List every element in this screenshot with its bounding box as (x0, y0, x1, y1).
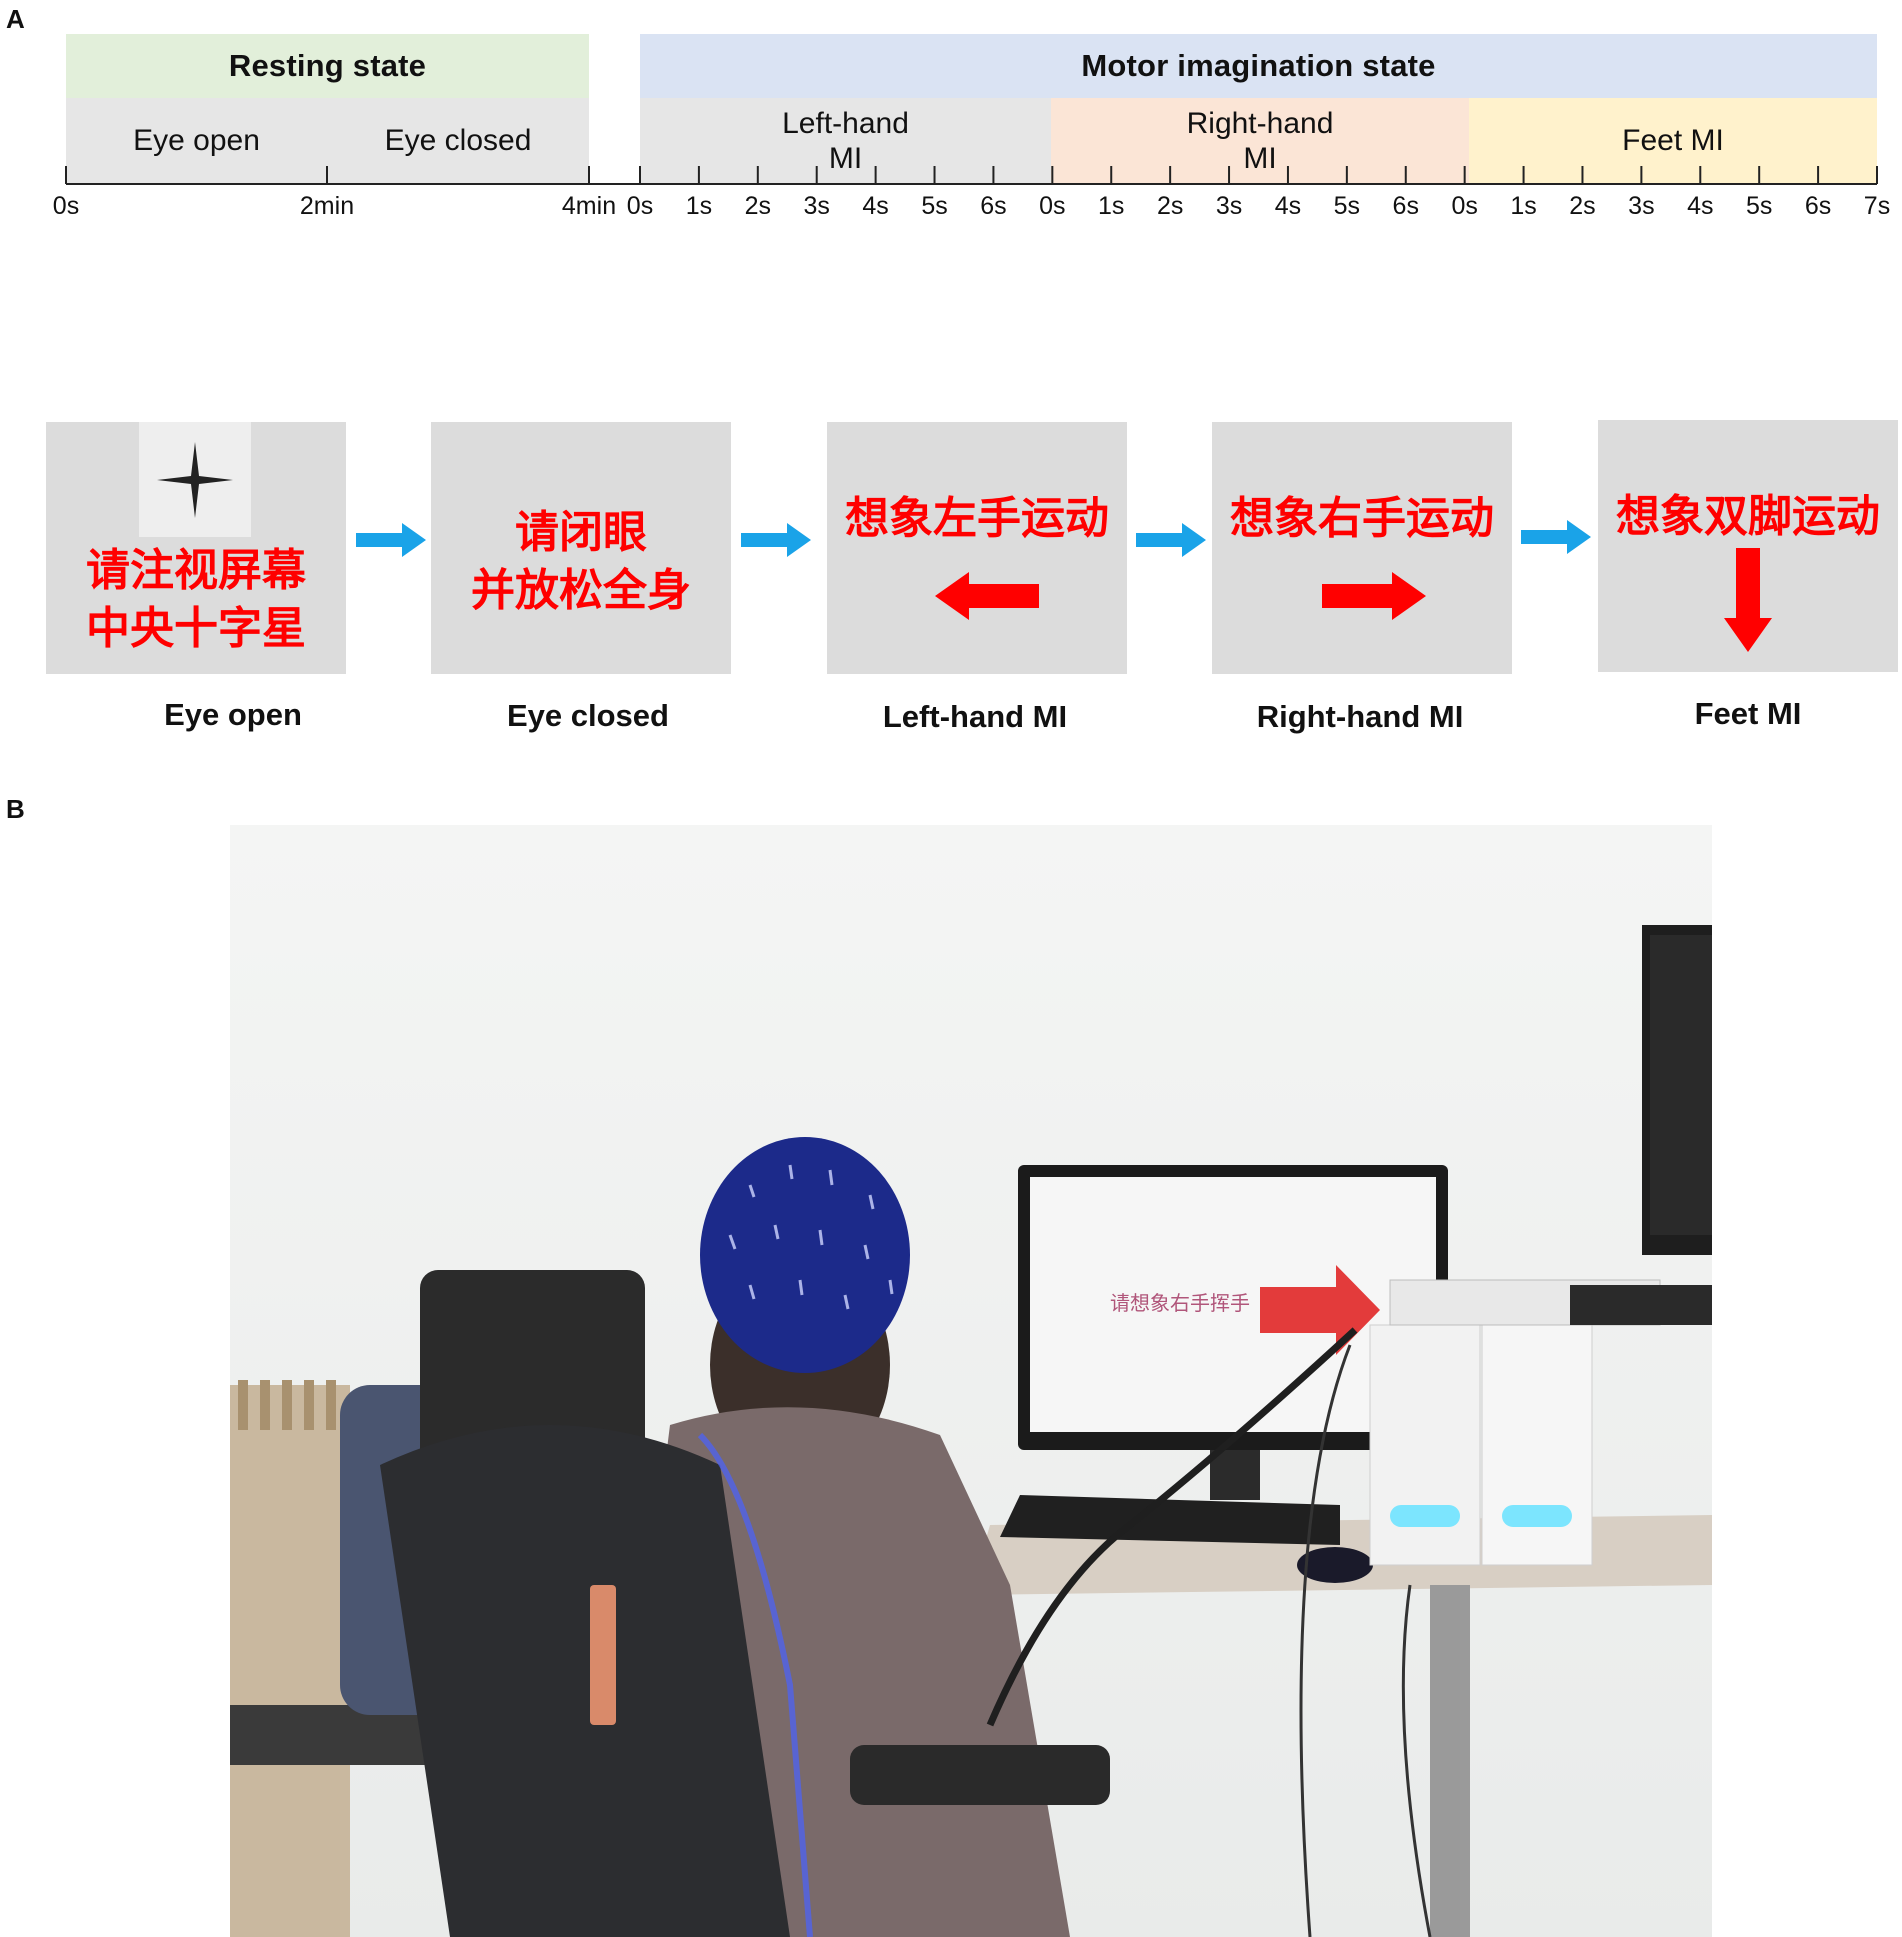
back-chair (420, 1270, 645, 1470)
panel-b-label: B (6, 794, 25, 824)
fixation-cross-icon (157, 442, 233, 518)
segment-right-hand-mi-label: Right-hand MI (1186, 106, 1334, 175)
resting-state-title: Resting state (228, 48, 427, 83)
segment-eye-open-label: Eye open (133, 124, 260, 158)
tick-label: 1s (1098, 192, 1125, 220)
screen-text-line-2: 并放松全身 (471, 565, 691, 616)
tick-label: 3s (803, 192, 830, 220)
segment-eye-open: Eye open (66, 98, 327, 184)
tick-label: 6s (980, 192, 1007, 220)
chair-armrest (850, 1745, 1110, 1805)
tick-label: 5s (921, 192, 948, 220)
caption-eye-open: Eye open (164, 697, 302, 732)
eeg-cap (700, 1137, 910, 1373)
screen-right-hand-mi: 想象右手运动 (1212, 422, 1512, 674)
screen-text-line-1: 想象左手运动 (845, 493, 1109, 544)
keyboard (1000, 1495, 1340, 1545)
caption-left-hand-mi: Left-hand MI (882, 699, 1068, 734)
shelf (230, 1385, 350, 1937)
experiment-scene: 请想象右手挥手 (230, 825, 1712, 1937)
monitor-cue-text: 请想象右手挥手 (1110, 1291, 1250, 1315)
timeline-axis (65, 166, 1878, 185)
tick-label: 1s (1510, 192, 1537, 220)
tick-label: 0s (52, 192, 80, 220)
tick-label: 4s (1687, 192, 1714, 220)
screen-eye-closed: 请闭眼 并放松全身 (431, 422, 731, 674)
screen-text-line-1: 请闭眼 (515, 507, 647, 558)
screen-text-line-1: 想象右手运动 (1230, 493, 1494, 544)
tick-label: 2s (1156, 192, 1184, 220)
tick-label: 4min (561, 192, 617, 220)
tick-label: 6s (1392, 192, 1419, 220)
arrow-right-icon (1322, 572, 1426, 620)
tick-label: 4s (862, 192, 889, 220)
tick-label: 0s (1039, 192, 1066, 220)
tick-label: 0s (626, 192, 654, 220)
tick-label: 3s (1215, 192, 1243, 220)
tick-label: 2min (299, 192, 355, 220)
monitor-stand (1210, 1450, 1260, 1500)
resting-state-band: Resting state (66, 34, 589, 98)
screen-text-line-1: 请注视屏幕 (86, 545, 306, 596)
tick-label: 5s (1745, 192, 1773, 220)
tick-label: 0s (1451, 192, 1478, 220)
office-chair (380, 1425, 790, 1937)
screen-feet-mi: 想象双脚运动 (1598, 420, 1898, 672)
segment-eye-closed-label: Eye closed (384, 124, 532, 158)
segment-feet-mi-label: Feet MI (1622, 124, 1724, 158)
tick-label: 6s (1804, 192, 1832, 220)
screen-eye-open: 请注视屏幕 中央十字星 (46, 422, 346, 674)
caption-eye-closed: Eye closed (507, 698, 669, 733)
amplifier-box-right (1481, 1324, 1593, 1566)
flow-arrow-icon (741, 523, 811, 557)
motor-imagination-title: Motor imagination state (1081, 48, 1436, 83)
screen-left-hand-mi: 想象左手运动 (827, 422, 1127, 674)
panel-a-label: A (6, 4, 25, 34)
arrow-down-icon (1724, 548, 1772, 652)
arrow-left-icon (935, 572, 1039, 620)
screen-text-line-2: 中央十字星 (86, 603, 306, 654)
flow-arrow-icon (356, 523, 426, 557)
segment-right-hand-mi: Right-hand MI (1051, 98, 1469, 184)
amplifier-box-left (1369, 1324, 1481, 1566)
tick-label: 2s (744, 192, 771, 220)
tick-label: 2s (1569, 192, 1596, 220)
tick-label: 5s (1333, 192, 1361, 220)
segment-left-hand-mi-label: Left-hand MI (782, 106, 909, 175)
tick-label: 1s (685, 192, 713, 220)
chair-tag (590, 1585, 616, 1725)
screen-text-line-1: 想象双脚运动 (1616, 491, 1880, 542)
tick-label: 3s (1628, 192, 1655, 220)
caption-feet-mi: Feet MI (1694, 696, 1802, 731)
tick-label: 4s (1274, 192, 1302, 220)
mouse (1297, 1547, 1373, 1583)
tick-label: 7s (1863, 192, 1891, 220)
electrode-cable (986, 1327, 1358, 1727)
flow-arrow-icon (1136, 523, 1206, 557)
segment-feet-mi: Feet MI (1469, 98, 1877, 184)
experiment-photo: 请想象右手挥手 (230, 825, 1712, 1937)
flow-arrow-icon (1521, 520, 1591, 554)
segment-left-hand-mi: Left-hand MI (640, 98, 1051, 184)
segment-eye-closed: Eye closed (327, 98, 589, 184)
motor-imagination-band: Motor imagination state (640, 34, 1877, 98)
caption-right-hand-mi: Right-hand MI (1256, 699, 1464, 734)
